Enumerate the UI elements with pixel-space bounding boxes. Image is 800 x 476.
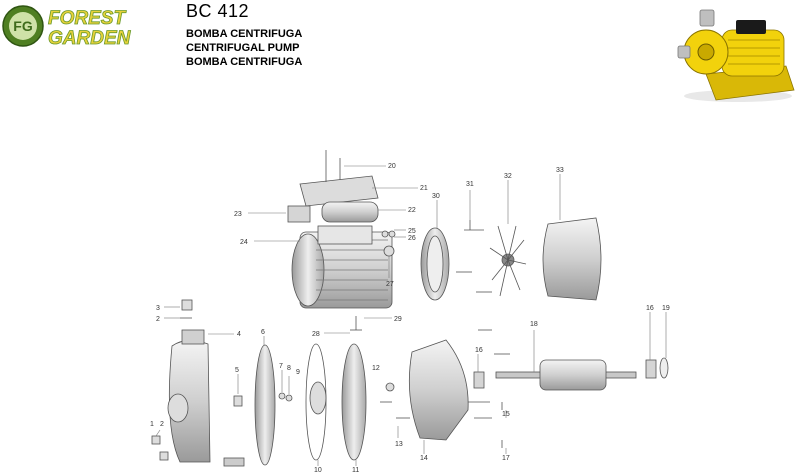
cooling-fan (489, 225, 527, 297)
label-26: 26 (408, 235, 416, 242)
label-21: 21 (420, 185, 428, 192)
label-16b: 16 (646, 305, 654, 312)
logo-emblem-letters: FG (13, 18, 33, 34)
capacitor (321, 201, 379, 223)
terminal-block (287, 205, 311, 223)
label-9: 9 (296, 369, 300, 376)
label-27: 27 (386, 281, 394, 288)
label-1: 1 (150, 421, 154, 428)
model-title: BC 412 (186, 1, 250, 21)
label-12: 12 (372, 365, 380, 372)
label-7: 7 (279, 363, 283, 370)
rotor (539, 359, 607, 391)
pump-cover (341, 343, 367, 461)
label-29: 29 (394, 316, 402, 323)
subtitle-es-2: BOMBA CENTRIFUGA (186, 56, 303, 68)
label-23: 23 (234, 211, 242, 218)
label-13: 13 (395, 441, 403, 448)
label-11: 11 (352, 467, 359, 474)
label-32: 32 (504, 173, 512, 180)
pump-photo-icon (677, 9, 795, 102)
pump-body (167, 329, 245, 467)
label-20: 20 (388, 163, 396, 170)
label-17: 17 (502, 455, 510, 462)
label-22: 22 (408, 207, 416, 214)
part-labels: 1 2 3 2 4 5 6 7 8 9 10 11 12 13 14 15 16… (150, 163, 670, 474)
label-3: 3 (156, 305, 160, 312)
motor-bracket (408, 339, 469, 441)
terminal-box-cover (299, 175, 379, 207)
label-2b: 2 (156, 316, 160, 323)
impeller (254, 344, 276, 466)
label-31: 31 (466, 181, 474, 188)
label-8: 8 (287, 365, 291, 372)
subtitle-block: BOMBA CENTRIFUGA CENTRIFUGAL PUMP BOMBA … (186, 27, 302, 69)
label-14: 14 (420, 455, 428, 462)
label-25: 25 (408, 228, 416, 235)
label-15: 15 (502, 411, 510, 418)
label-33: 33 (556, 167, 564, 174)
label-5: 5 (235, 367, 239, 374)
subtitle-en: CENTRIFUGAL PUMP (186, 42, 300, 54)
logo-word-garden: GARDEN (48, 28, 132, 48)
subtitle-es-1: BOMBA CENTRIFUGA (186, 28, 303, 40)
label-10: 10 (314, 467, 322, 474)
label-4: 4 (237, 331, 241, 338)
fan-cover (542, 217, 602, 301)
label-30: 30 (432, 193, 440, 200)
logo-word-forest: FOREST (48, 8, 126, 29)
motor-housing (291, 225, 393, 309)
label-19: 19 (662, 305, 670, 312)
label-16a: 16 (475, 347, 483, 354)
exploded-diagram: 1 2 3 2 4 5 6 7 8 9 10 11 12 13 14 15 16… (150, 150, 670, 474)
forest-garden-logo: FG FOREST GARDEN (2, 5, 132, 48)
logo-emblem-inner (9, 12, 37, 40)
label-24: 24 (240, 239, 248, 246)
label-18: 18 (530, 321, 538, 328)
label-2a: 2 (160, 421, 164, 428)
label-6: 6 (261, 329, 265, 336)
label-28: 28 (312, 331, 320, 338)
